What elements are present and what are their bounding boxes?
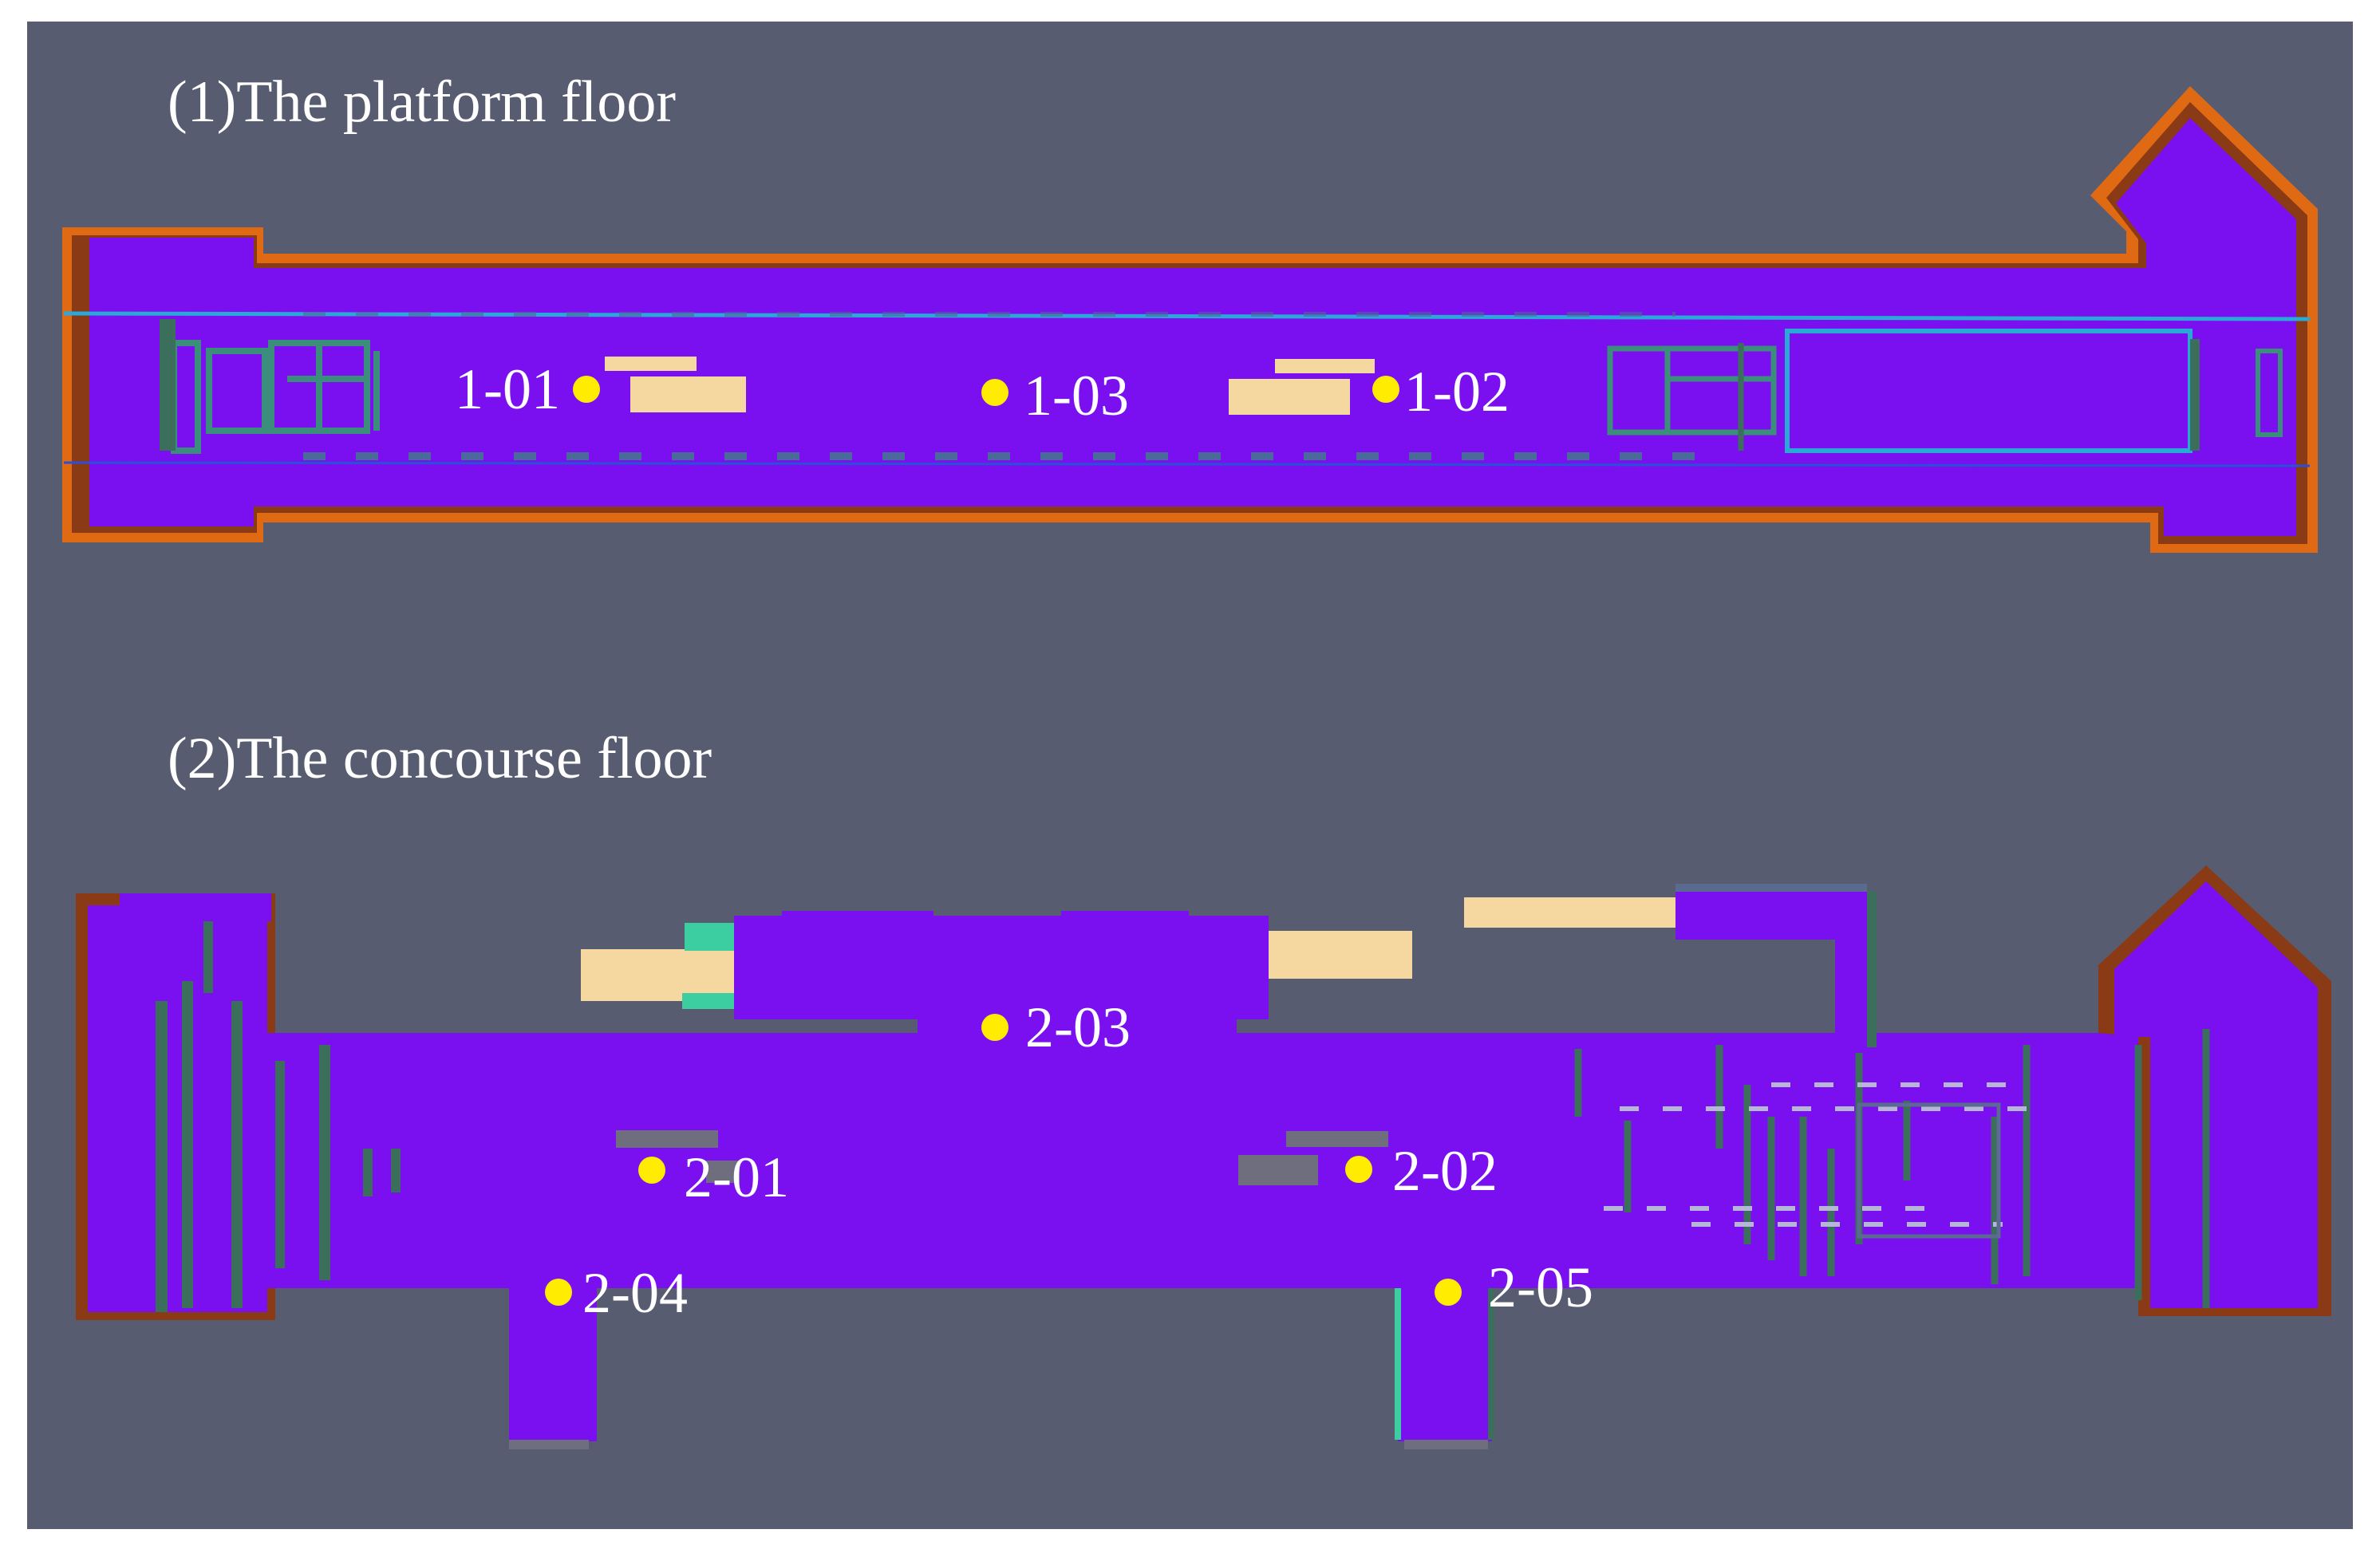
concourse-equipment — [1286, 1131, 1388, 1147]
marker-label: 2-02 — [1392, 1139, 1498, 1203]
marker-2-01: 2-01 — [638, 1145, 789, 1209]
marker-dot — [981, 379, 1008, 406]
platform-stair-block — [605, 357, 697, 371]
marker-dot — [1435, 1279, 1462, 1306]
marker-1-03: 1-03 — [981, 364, 1129, 428]
platform-track-line — [63, 311, 2311, 321]
concourse-equipment — [616, 1130, 718, 1148]
marker-label: 1-01 — [455, 357, 560, 421]
concourse-stair-block — [1464, 897, 1675, 928]
concourse-floor-plan — [76, 865, 2331, 1449]
marker-2-05: 2-05 — [1435, 1255, 1593, 1319]
marker-label: 1-02 — [1404, 360, 1510, 424]
marker-1-01: 1-01 — [455, 357, 600, 421]
marker-label: 2-01 — [684, 1145, 789, 1209]
platform-stair-block — [630, 376, 746, 412]
marker-dot — [1372, 376, 1399, 403]
concourse-main-hall — [263, 1033, 2146, 1288]
marker-2-03: 2-03 — [981, 995, 1131, 1059]
marker-1-02: 1-02 — [1372, 360, 1510, 424]
marker-dot — [573, 376, 600, 403]
concourse-upper-corridor — [734, 916, 1269, 1019]
platform-floor-plan — [62, 86, 2318, 553]
platform-stair-block — [1275, 359, 1375, 373]
panel-1-caption: (1)The platform floor — [168, 69, 676, 135]
marker-dot — [1345, 1156, 1372, 1183]
marker-2-04: 2-04 — [545, 1261, 688, 1325]
marker-label: 2-03 — [1025, 995, 1131, 1059]
marker-dot — [545, 1279, 572, 1306]
concourse-stair-block — [1269, 931, 1412, 979]
marker-dot — [981, 1014, 1008, 1041]
platform-stair-block — [1229, 379, 1350, 415]
concourse-lower-exit — [1398, 1286, 1492, 1441]
marker-2-02: 2-02 — [1345, 1139, 1498, 1203]
concourse-lower-exit — [509, 1286, 597, 1441]
marker-label: 2-05 — [1488, 1255, 1593, 1319]
concourse-exit-passage — [1675, 892, 1863, 940]
marker-label: 1-03 — [1024, 364, 1129, 428]
concourse-right-wing — [2114, 881, 2318, 1308]
panel-2-caption: (2)The concourse floor — [168, 726, 712, 791]
concourse-stair-block — [581, 949, 734, 1001]
concourse-right-partitions — [1574, 1029, 2210, 1308]
marker-dot — [638, 1157, 665, 1184]
marker-label: 2-04 — [582, 1261, 688, 1325]
platform-right-structure — [1607, 329, 2193, 453]
